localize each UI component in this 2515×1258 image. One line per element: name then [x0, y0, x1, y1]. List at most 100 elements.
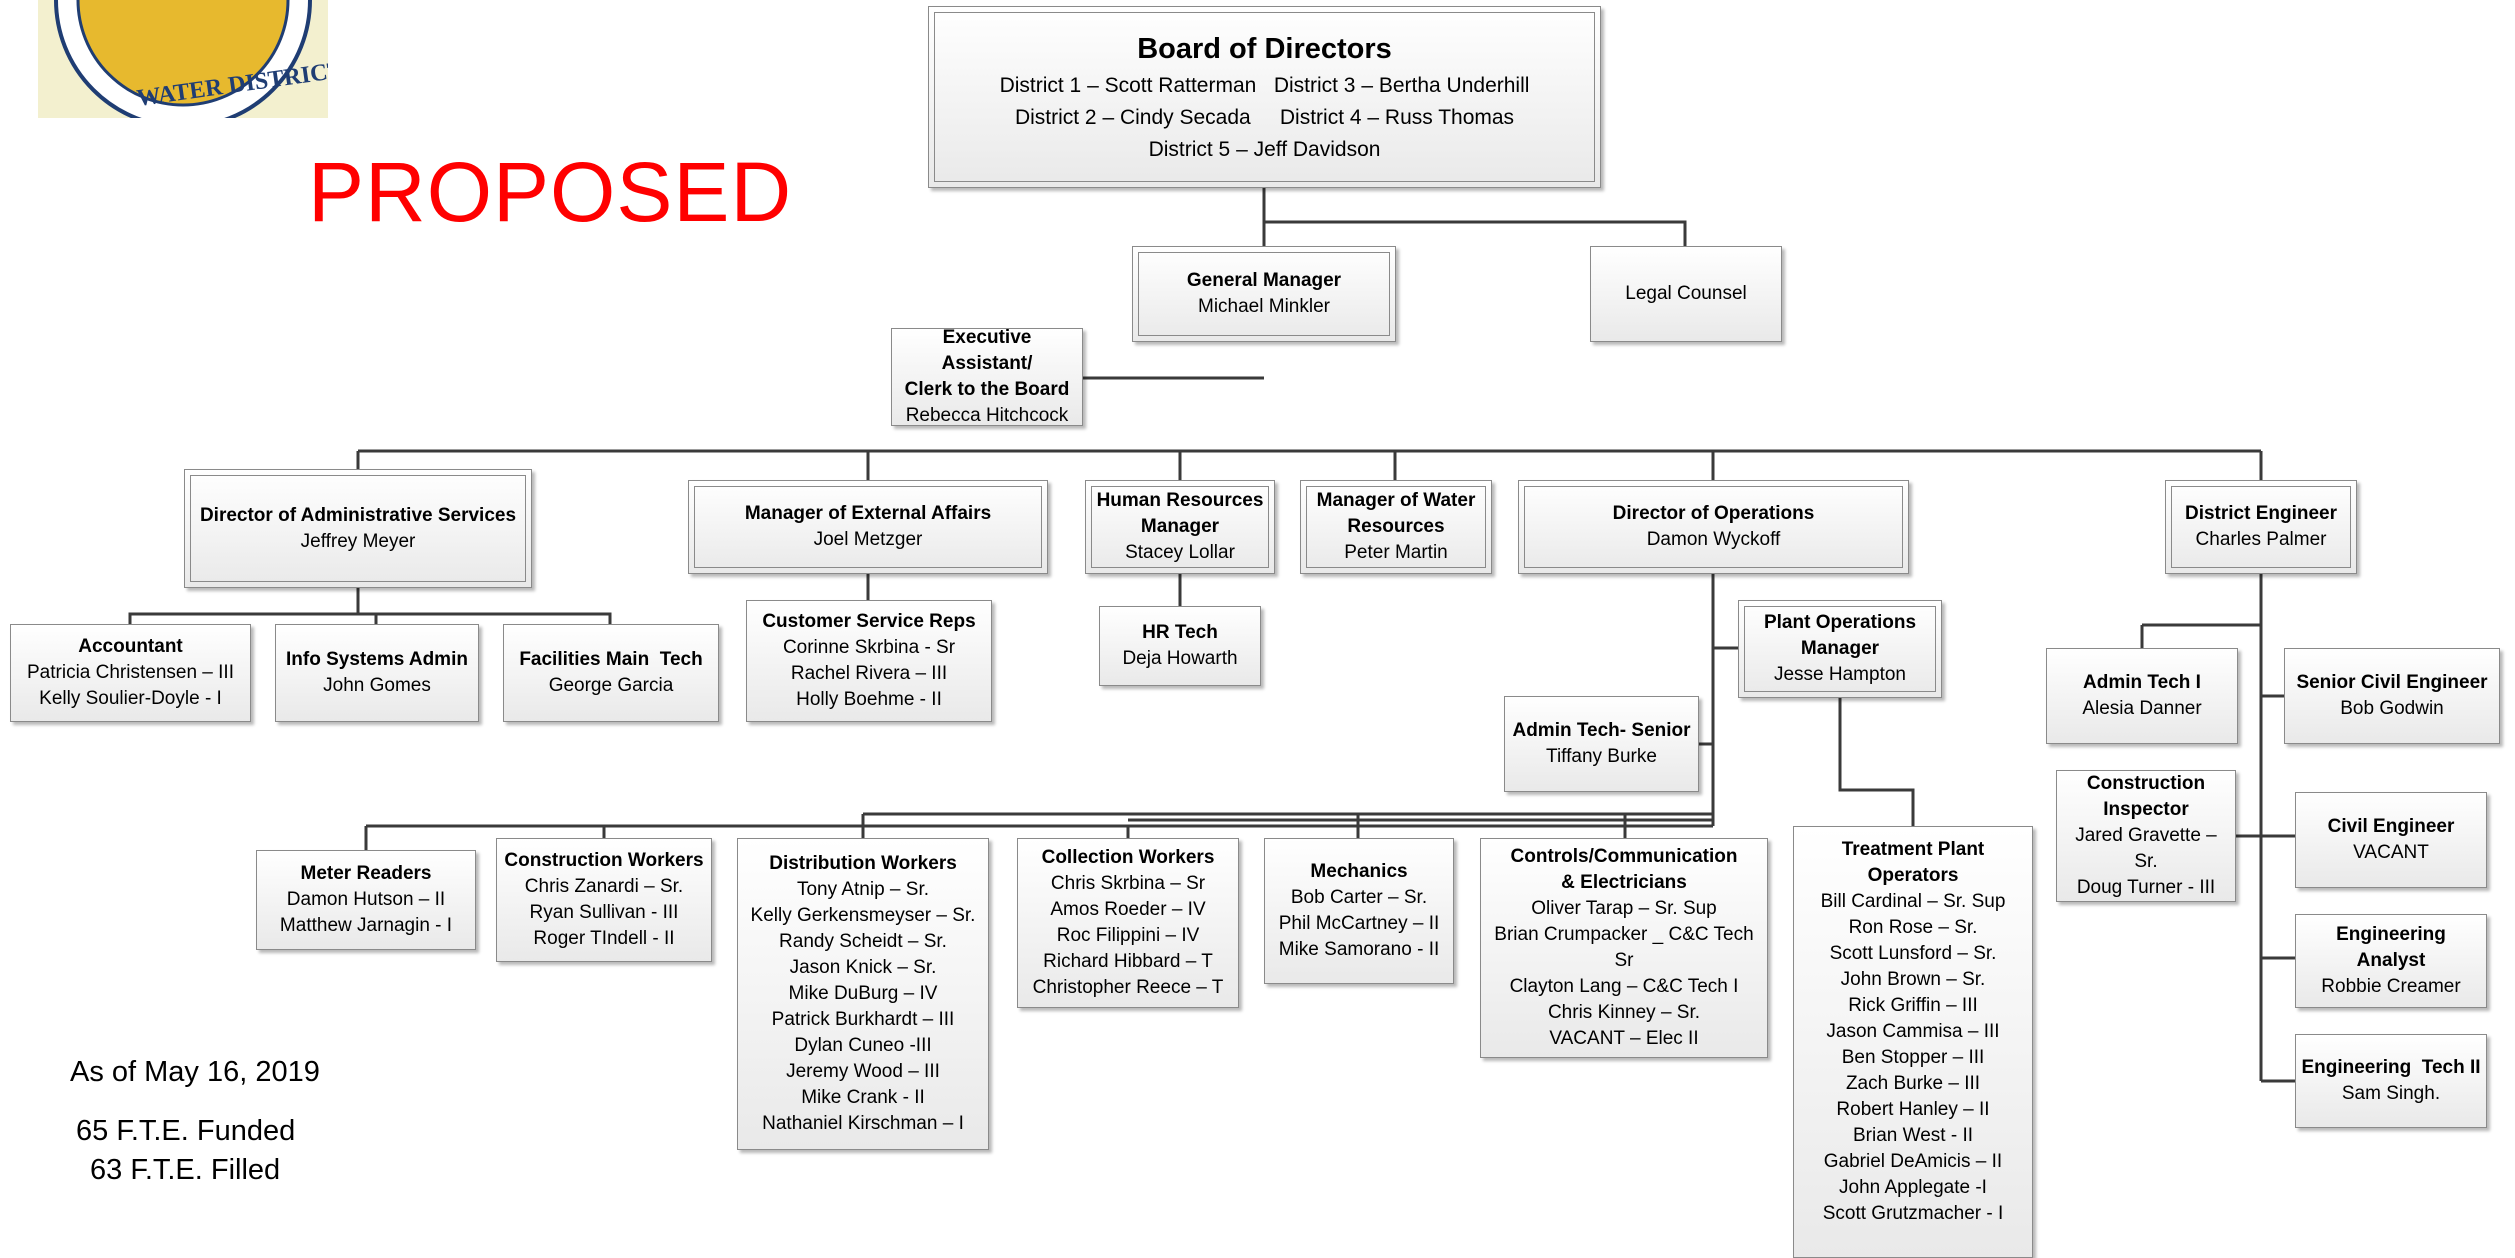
meter-readers-box: Meter Readers Damon Hutson – II Matthew …	[256, 850, 476, 950]
distribution-name: Randy Scheidt – Sr.	[779, 931, 947, 952]
senior-civil-name: Bob Godwin	[2340, 698, 2444, 719]
csr-title: Customer Service Reps	[762, 611, 976, 632]
collection-name: Richard Hibbard – T	[1043, 951, 1213, 972]
admin-services-director-box: Director of Administrative Services Jeff…	[184, 469, 532, 588]
admin-tech-i-box: Admin Tech I Alesia Danner	[2046, 648, 2238, 744]
treatment-name: Bill Cardinal – Sr. Sup	[1820, 891, 2006, 912]
board-to-legal-line	[1264, 220, 1687, 246]
fte-funded: 65 F.T.E. Funded	[76, 1115, 296, 1147]
mechanics-name: Phil McCartney – II	[1278, 913, 1440, 934]
exec-title-2: Clerk to the Board	[904, 379, 1070, 400]
csr-name: Holly Boehme - II	[796, 689, 942, 710]
treatment-name: Ron Rose – Sr.	[1848, 917, 1978, 938]
distribution-name: Jeremy Wood – III	[786, 1061, 940, 1082]
plant-mgr-name: Jesse Hampton	[1773, 664, 1906, 685]
construction-workers-box: Construction Workers Chris Zanardi – Sr.…	[496, 838, 712, 962]
ops-dir-name: Damon Wyckoff	[1646, 529, 1781, 550]
construction-title: Construction Workers	[504, 850, 704, 871]
collection-title: Collection Workers	[1041, 847, 1215, 868]
mechanics-box: Mechanics Bob Carter – Sr. Phil McCartne…	[1264, 838, 1454, 984]
admin-tech-sr-title: Admin Tech- Senior	[1512, 720, 1691, 741]
treatment-name: Zach Burke – III	[1845, 1073, 1981, 1094]
accountant-name: Kelly Soulier-Doyle - I	[39, 688, 222, 709]
senior-civil-title: Senior Civil Engineer	[2296, 672, 2488, 693]
treatment-name: Robert Hanley – II	[1836, 1099, 1990, 1120]
treatment-name: Scott Grutzmacher - I	[1822, 1203, 2004, 1224]
legal-counsel-box: Legal Counsel	[1590, 246, 1782, 342]
mechanics-title: Mechanics	[1310, 861, 1408, 882]
engineering-analyst-box: Engineering Analyst Robbie Creamer	[2295, 914, 2487, 1008]
distribution-name: Patrick Burkhardt – III	[771, 1009, 955, 1030]
water-resources-manager-box: Manager of Water Resources Peter Martin	[1300, 480, 1492, 574]
collection-name: Amos Roeder – IV	[1050, 899, 1206, 920]
engineer-name: Charles Palmer	[2195, 529, 2327, 550]
facilities-name: George Garcia	[548, 675, 674, 696]
construction-name: Chris Zanardi – Sr.	[524, 876, 684, 897]
as-of-date: As of May 16, 2019	[70, 1056, 320, 1088]
external-affairs-manager-box: Manager of External Affairs Joel Metzger	[688, 480, 1048, 574]
admin-dir-name: Jeffrey Meyer	[300, 530, 416, 552]
collection-name: Roc Filippini – IV	[1056, 925, 1200, 946]
customer-service-reps-box: Customer Service Reps Corinne Skrbina - …	[746, 600, 992, 722]
admin-tech-senior-box: Admin Tech- Senior Tiffany Burke	[1504, 696, 1699, 792]
ops-dir-title: Director of Operations	[1612, 503, 1815, 524]
distribution-name: Dylan Cuneo -III	[794, 1035, 932, 1056]
construction-name: Ryan Sullivan - III	[529, 902, 679, 923]
distribution-name: Kelly Gerkensmeyser – Sr.	[750, 905, 976, 926]
accountant-box: Accountant Patricia Christensen – III Ke…	[10, 624, 251, 722]
meter-name: Damon Hutson – II	[286, 889, 446, 910]
distribution-title: Distribution Workers	[769, 853, 957, 874]
treatment-plant-operators-box: Treatment Plant Operators Bill Cardinal …	[1793, 826, 2033, 1258]
inspector-title-1: Construction	[2086, 773, 2206, 794]
facilities-tech-box: Facilities Main Tech George Garcia	[503, 624, 719, 722]
csr-name: Corinne Skrbina - Sr	[782, 637, 956, 658]
hr-title-2: Manager	[1140, 516, 1220, 537]
board-of-directors-box: Board of Directors District 1 – Scott Ra…	[928, 6, 1601, 188]
fte-filled: 63 F.T.E. Filled	[90, 1154, 281, 1186]
external-title: Manager of External Affairs	[744, 503, 992, 524]
analyst-name: Robbie Creamer	[2321, 976, 2461, 997]
hr-title-1: Human Resources	[1096, 490, 1264, 511]
water-res-title-2: Resources	[1347, 516, 1445, 537]
controls-title-1: Controls/Communication	[1510, 846, 1738, 867]
general-manager-box: General Manager Michael Minkler	[1132, 246, 1396, 342]
civil-title: Civil Engineer	[2327, 816, 2455, 837]
treatment-title-1: Treatment Plant	[1841, 839, 1985, 860]
treatment-name: Brian West - II	[1852, 1125, 1973, 1146]
inspector-name: Jared Gravette – Sr.	[2075, 825, 2217, 872]
analyst-title: Engineering Analyst	[2336, 924, 2446, 971]
board-line-1: District 1 – Scott Ratterman District 3 …	[999, 74, 1530, 97]
plant-mgr-title-1: Plant Operations	[1763, 612, 1917, 633]
treatment-name: Scott Lunsford – Sr.	[1829, 943, 1997, 964]
board-line-3: District 5 – Jeff Davidson	[1148, 138, 1381, 161]
collection-workers-box: Collection Workers Chris Skrbina – Sr Am…	[1017, 838, 1239, 1008]
treatment-name: John Applegate -I	[1839, 1177, 1987, 1198]
eng-tech2-name: Sam Singh.	[2341, 1083, 2441, 1104]
senior-civil-engineer-box: Senior Civil Engineer Bob Godwin	[2284, 648, 2500, 744]
treatment-name: Jason Cammisa – III	[1826, 1021, 2000, 1042]
plant-mgr-title-2: Manager	[1800, 638, 1880, 659]
gm-title: General Manager	[1186, 270, 1342, 291]
accountant-title: Accountant	[78, 636, 183, 657]
admin-tech-sr-name: Tiffany Burke	[1546, 746, 1657, 767]
exec-name: Rebecca Hitchcock	[905, 405, 1069, 426]
controls-electricians-box: Controls/Communication & Electricians Ol…	[1480, 838, 1768, 1058]
water-res-name: Peter Martin	[1344, 542, 1448, 563]
accountant-name: Patricia Christensen – III	[27, 662, 234, 683]
board-line-2: District 2 – Cindy Secada District 4 – R…	[1014, 106, 1515, 129]
inspector-name: Doug Turner - III	[2076, 877, 2216, 898]
hr-tech-box: HR Tech Deja Howarth	[1099, 606, 1261, 686]
collection-name: Chris Skrbina – Sr	[1050, 873, 1206, 894]
distribution-name: Jason Knick – Sr.	[789, 957, 937, 978]
hr-name: Stacey Lollar	[1125, 542, 1235, 563]
construction-inspector-box: Construction Inspector Jared Gravette – …	[2056, 770, 2236, 902]
engineering-tech-ii-box: Engineering Tech II Sam Singh.	[2295, 1034, 2487, 1128]
csr-name: Rachel Rivera – III	[790, 663, 948, 684]
water-res-title-1: Manager of Water	[1316, 490, 1476, 511]
legal-title: Legal Counsel	[1625, 283, 1747, 304]
admin-dir-title: Director of Administrative Services	[199, 504, 517, 526]
meter-name: Matthew Jarnagin - I	[279, 915, 453, 936]
admin-tech1-name: Alesia Danner	[2082, 698, 2202, 719]
controls-name: Brian Crumpacker _ C&C Tech Sr	[1494, 924, 1754, 971]
